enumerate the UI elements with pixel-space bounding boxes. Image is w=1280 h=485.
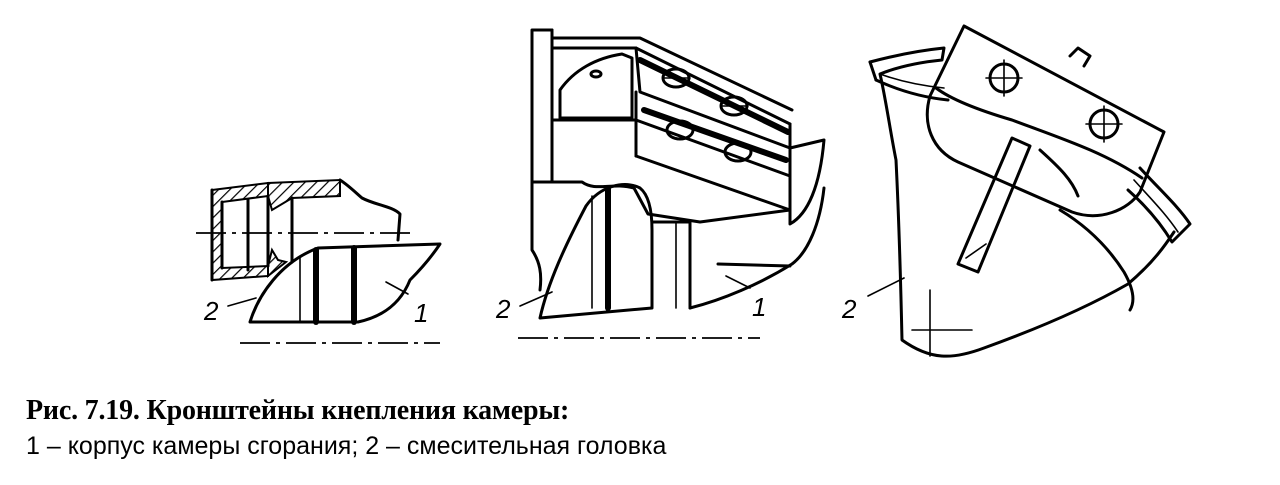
bracket-drawing-2: 2 1 [495,28,826,339]
drawing-3-label-2: 2 [841,294,857,324]
drawing-2-label-1: 1 [752,292,766,322]
drawing-1-label-2: 2 [203,296,219,326]
bracket-drawing-3: 2 [841,24,1192,358]
caption-title: Рис. 7.19. Кронштейны кнепления камеры: [26,395,570,426]
drawing-2-label-2: 2 [495,294,511,324]
bracket-drawing-1: 2 1 [196,178,442,344]
drawing-1-label-1: 1 [414,298,428,328]
caption-legend: 1 – корпус камеры сгорания; 2 – смесител… [26,432,667,460]
figure-caption: Рис. 7.19. Кронштейны кнепления камеры: … [26,394,1256,464]
